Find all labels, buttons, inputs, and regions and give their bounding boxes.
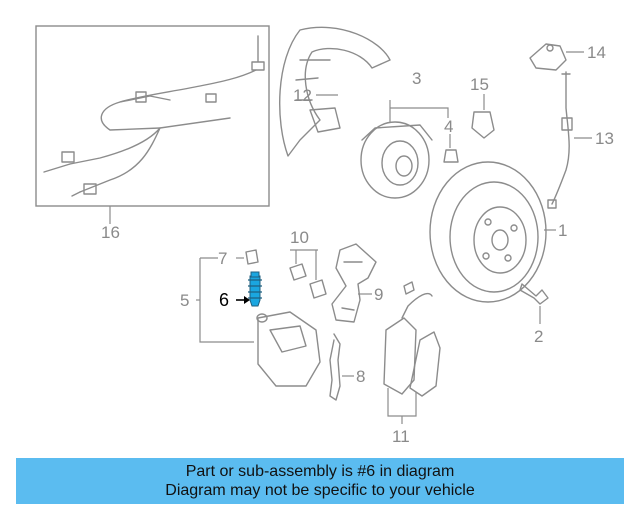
callout-10: 10 (290, 228, 309, 247)
guide-pin-part-10 (289, 263, 327, 299)
callout-14: 14 (587, 43, 606, 62)
callout-15: 15 (470, 75, 489, 94)
wiring-harness-part-16 (35, 25, 270, 207)
brake-caliper-part-5 (256, 311, 321, 387)
callout-16: 16 (101, 223, 120, 242)
hub-bolt-part-4 (443, 149, 459, 163)
callout-5: 5 (180, 291, 189, 310)
callout-4: 4 (444, 117, 453, 136)
banner-line-part: Part or sub-assembly is #6 in diagram (185, 463, 455, 480)
brake-hose-part-13 (547, 71, 573, 209)
dust-cap-part-7 (245, 249, 259, 265)
wheel-hub-part-3 (360, 121, 433, 199)
callout-9: 9 (374, 285, 383, 304)
hose-bracket-part-14 (529, 43, 567, 71)
wheel-bolt-part-2 (519, 283, 549, 305)
info-banner: Part or sub-assembly is #6 in diagram Di… (16, 458, 624, 504)
abs-sensor-part-15 (471, 111, 495, 139)
bleeder-screw-part-6 (248, 271, 262, 307)
parts-diagram: 16 12 3 4 15 14 13 1 2 10 9 7 5 6 8 11 (35, 25, 614, 446)
retaining-clip-part-8 (329, 333, 341, 401)
banner-line-disclaimer: Diagram may not be specific to your vehi… (165, 482, 475, 499)
brake-rotor-part-1 (429, 161, 547, 303)
caliper-bracket-part-9 (331, 243, 377, 323)
callout-2: 2 (534, 327, 543, 346)
callout-11: 11 (392, 427, 410, 446)
callout-6-highlighted: 6 (219, 290, 229, 310)
dust-shield-part-12 (278, 26, 391, 157)
callout-8: 8 (356, 367, 365, 386)
callout-7: 7 (218, 249, 227, 268)
callout-12: 12 (293, 86, 312, 105)
callout-3: 3 (412, 69, 421, 88)
callout-1: 1 (558, 221, 567, 240)
brake-pads-part-11 (383, 281, 441, 397)
callout-13: 13 (595, 129, 614, 148)
